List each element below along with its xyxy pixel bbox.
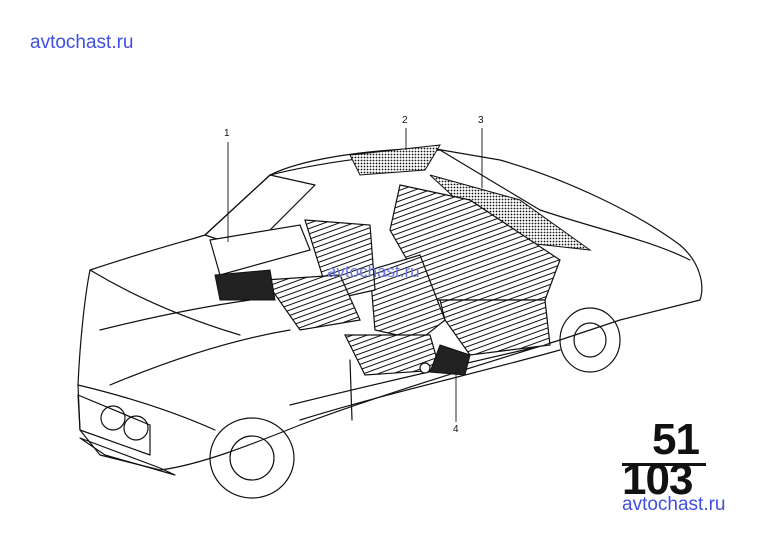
rear-wheel-hub (573, 322, 607, 358)
dashboard-lower (214, 269, 276, 301)
headlight-right (123, 415, 149, 441)
trunk-outline (539, 209, 691, 261)
front-fender (77, 384, 216, 431)
callout-4: 4 (453, 424, 459, 435)
hood-crease (99, 299, 251, 331)
hood-crease-2 (109, 329, 291, 386)
floor-carpet (429, 344, 471, 376)
front-wheel (209, 417, 295, 499)
front-wheel-hub (229, 435, 275, 481)
watermark-bottom: avtochast.ru (622, 494, 726, 515)
rear-wheel (559, 307, 621, 373)
front-seat-back-right (369, 254, 446, 341)
callout-1: 1 (224, 128, 230, 139)
seat-adjust-knob (419, 362, 431, 374)
front-seat-back-left (304, 219, 376, 301)
rocker-line (289, 344, 546, 406)
front-bumper (79, 437, 176, 476)
headlight-left (100, 405, 126, 431)
watermark-top: avtochast.ru (30, 32, 134, 53)
group-number-major: 51 (652, 415, 700, 464)
side-sill (299, 349, 561, 421)
hood-line (89, 269, 241, 336)
grille-area (77, 394, 151, 456)
headliner (349, 144, 441, 176)
door-line (349, 359, 353, 421)
callout-2: 2 (402, 115, 408, 126)
group-number-minor: 103 (622, 455, 693, 504)
watermark-middle: avtochast.ru (327, 262, 420, 281)
front-seat-cushion-left (263, 274, 361, 331)
group-number-divider (622, 463, 706, 466)
dashboard-panel (209, 224, 311, 276)
car-body-outline (77, 147, 703, 471)
callout-3: 3 (478, 115, 484, 126)
rear-seat-cushion (439, 299, 551, 356)
